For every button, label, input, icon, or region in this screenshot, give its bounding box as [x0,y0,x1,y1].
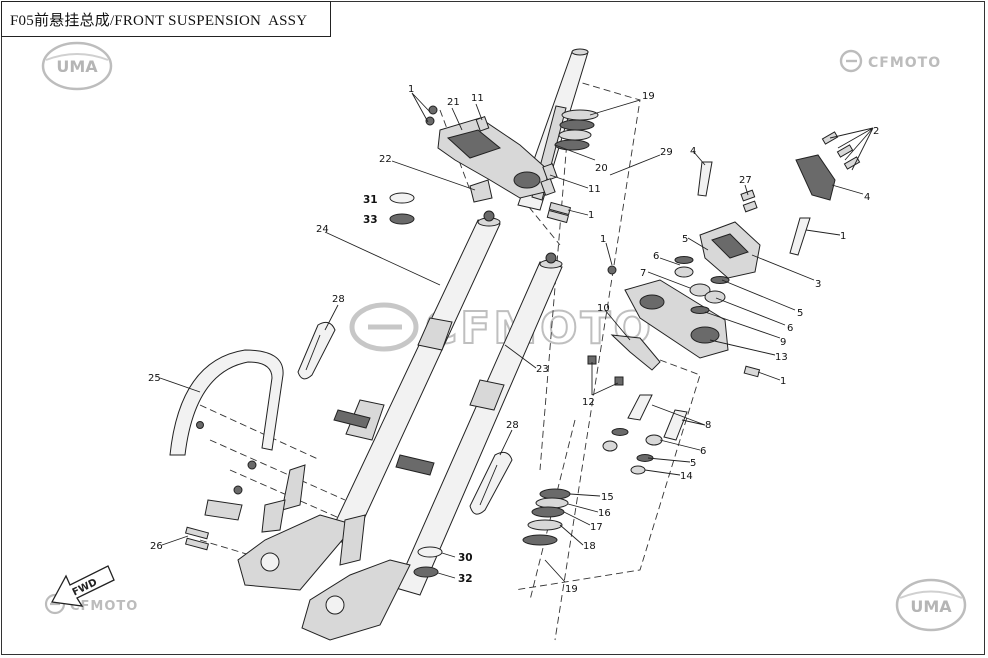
callout-10: 10 [597,303,610,314]
dust-seal-28-left [297,321,336,380]
callout-25: 25 [148,373,161,384]
callout-15: 15 [601,492,614,503]
bolts-26 [184,526,210,551]
uma-logo-top-left: UMA [41,41,113,91]
uma-logo-text-bottom: UMA [910,597,952,616]
callout-12: 12 [582,397,595,408]
washers-5-6-7-9 [674,256,730,314]
dust-seal-28-right [469,451,513,515]
callout-22: 22 [379,154,392,165]
fork-brace-25 [169,349,284,521]
callout-24: 24 [316,224,329,235]
callout-31: 31 [363,194,378,206]
callout-26: 26 [150,541,163,552]
cfmoto-logo-text: CFMOTO [868,55,941,71]
callout-6: 6 [653,251,659,262]
callout-32: 32 [458,573,473,585]
callout-18: 18 [583,541,596,552]
callout-2: 4 [864,192,870,203]
callout-7: 7 [640,268,646,279]
fork-leg-left [237,464,356,591]
callout-11: 11 [471,93,484,104]
callout-19: 19 [642,91,655,102]
handlebar-holder-3 [699,221,761,279]
fork-leg-right [301,514,411,641]
callout-11: 11 [588,184,601,195]
callout-30: 30 [458,552,473,564]
callout-6: 6 [700,446,706,457]
uma-logo-text: UMA [56,57,98,76]
callout-3: 3 [815,279,821,290]
title-box: F05前悬挂总成/FRONT SUSPENSION ASSY [1,1,331,37]
uma-logo-bottom-right: UMA [895,578,967,632]
cfmoto-logo-top-right: CFMOTO [839,49,941,73]
lower-bearing-stack [522,488,571,546]
callout-13: 13 [775,352,788,363]
callout-19: 19 [565,584,578,595]
callout-labels: 1 21 11 19 20 29 22 11 1 31 33 24 28 25 … [148,84,879,595]
callout-28: 28 [506,420,519,431]
bolts-4 [697,161,811,256]
upper-triple-clamp [425,105,572,224]
callout-1: 1 [408,84,414,95]
bolt-1-lower [743,365,761,378]
oil-seals-lower [413,546,443,578]
callout-4: 1 [840,231,846,242]
nut-1-right [607,265,617,275]
callout-21: 21 [447,97,460,108]
spacers-8 [627,394,688,441]
callout-5: 5 [690,458,696,469]
callout-5: 5 [682,234,688,245]
callout-8: 8 [705,420,711,431]
callout-5: 5 [797,308,803,319]
callout-17: 17 [590,522,603,533]
callout-6: 6 [787,323,793,334]
page-title: F05前悬挂总成/FRONT SUSPENSION ASSY [10,12,308,29]
leader-lines [159,92,874,583]
callout-29: 29 [660,147,673,158]
washers-lower-5-6-14 [602,428,663,475]
oil-seals-upper [389,192,415,225]
callout-33: 33 [363,214,378,226]
callout-1: 1 [600,234,606,245]
callout-9: 9 [780,337,786,348]
callout-28: 28 [332,294,345,305]
callout-23: 23 [536,364,549,375]
callout-1: 1 [780,376,786,387]
bolts-27 [740,189,758,213]
cfmoto-logo-text-bottom: CFMOTO [70,599,138,614]
callout-1: 2 [873,126,879,137]
callout-20: 20 [595,163,608,174]
upper-bearing-stack [554,109,599,151]
cfmoto-logo-bottom-left: CFMOTO [44,593,138,615]
callout-4: 4 [690,146,696,157]
callout-16: 16 [598,508,611,519]
lower-triple-clamp-13 [624,279,729,359]
fork-tube-24 [327,210,501,546]
callout-1: 1 [588,210,594,221]
callout-27: 27 [739,175,752,186]
handlebar-clamp-2 [795,131,861,201]
callout-14: 14 [680,471,693,482]
fork-tube-23 [395,252,563,596]
